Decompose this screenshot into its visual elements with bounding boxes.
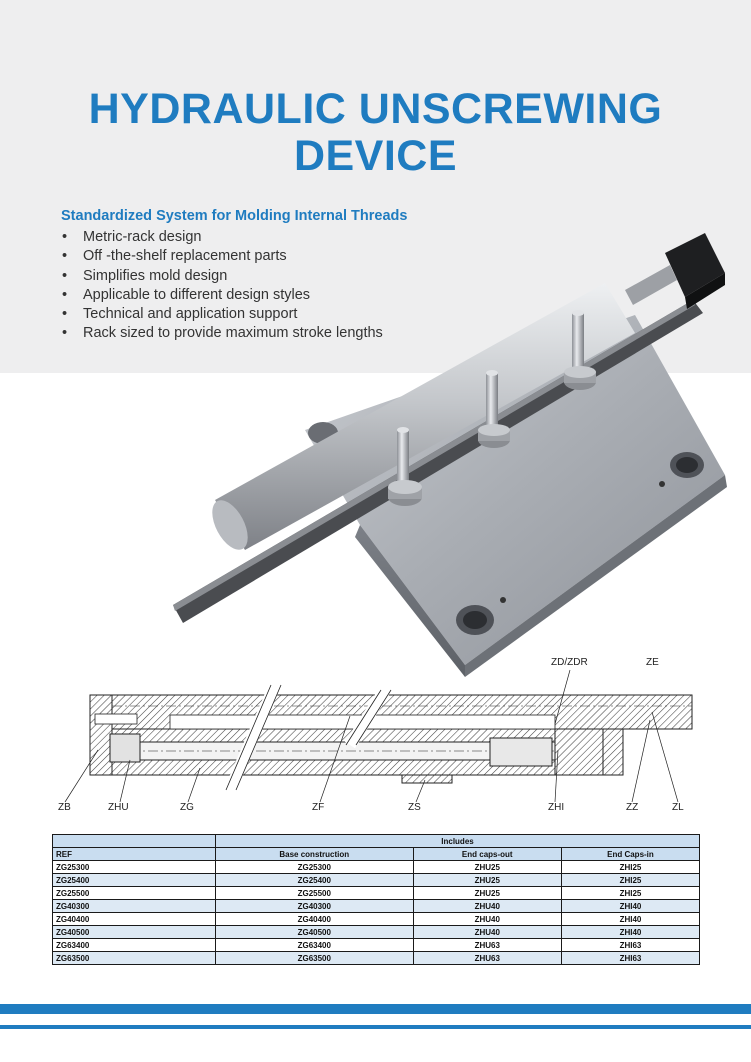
table-cell: ZHI40: [560, 912, 701, 926]
callout-zl: ZL: [672, 802, 684, 813]
callout-zhi: ZHI: [548, 802, 565, 813]
table-cell: ZHU25: [412, 886, 562, 900]
table-row: ZG25500 ZG25500 ZHU25 ZHI25: [52, 886, 701, 900]
table-cell: ZHU63: [412, 951, 562, 965]
table-header-cell: End caps-out: [412, 847, 562, 861]
table-cell: ZHI63: [560, 938, 701, 952]
table-row: ZG40300 ZG40300 ZHU40 ZHI40: [52, 899, 701, 913]
table-cell: ZG25300: [215, 860, 414, 874]
feature-item: Technical and application support: [61, 305, 383, 325]
table-cell: ZHU63: [412, 938, 562, 952]
table-group-header: Includes: [215, 834, 700, 848]
table-cell: ZG63500: [215, 951, 414, 965]
table-cell: ZHI63: [560, 951, 701, 965]
table-row: ZG25300 ZG25300 ZHU25 ZHI25: [52, 860, 701, 874]
table-cell: ZHI25: [560, 873, 701, 887]
footer-stripe-thin: [0, 1025, 751, 1029]
table-cell: ZHI25: [560, 886, 701, 900]
callout-zz: ZZ: [626, 802, 639, 813]
table-cell: ZHI40: [560, 899, 701, 913]
reference-table: Includes REF Base construction End caps-…: [52, 834, 701, 965]
table-row: ZG40400 ZG40400 ZHU40 ZHI40: [52, 912, 701, 926]
feature-item: Off -the-shelf replacement parts: [61, 247, 383, 267]
callout-ze: ZE: [646, 657, 659, 668]
table-cell: ZG40400: [52, 912, 216, 926]
table-cell: ZG63400: [215, 938, 414, 952]
table-header-row: REF Base construction End caps-out End C…: [52, 847, 701, 861]
table-cell: ZG40500: [52, 925, 216, 939]
table-row: ZG40500 ZG40500 ZHU40 ZHI40: [52, 925, 701, 939]
table-cell: ZG40500: [215, 925, 414, 939]
table-cell: ZHI40: [560, 925, 701, 939]
callout-zd-zdr: ZD/ZDR: [551, 657, 588, 668]
callout-zg: ZG: [180, 802, 194, 813]
product-photo: [173, 233, 727, 677]
callout-zhu: ZHU: [108, 802, 129, 813]
table-header-row: Includes: [52, 834, 700, 848]
table-header-cell: Base construction: [215, 847, 414, 861]
callout-zf: ZF: [312, 802, 325, 813]
table-cell: ZHU40: [412, 925, 562, 939]
table-cell: ZG25500: [215, 886, 414, 900]
callout-zs: ZS: [408, 802, 421, 813]
page-title: HYDRAULIC UNSCREWING DEVICE: [0, 86, 751, 180]
table-cell: ZG40300: [52, 899, 216, 913]
table-row: ZG63400 ZG63400 ZHU63 ZHI63: [52, 938, 701, 952]
table-header-cell: End Caps-in: [560, 847, 701, 861]
feature-item: Applicable to different design styles: [61, 286, 383, 306]
table-row: ZG25400 ZG25400 ZHU25 ZHI25: [52, 873, 701, 887]
table-cell: ZHU40: [412, 899, 562, 913]
technical-drawing: [64, 669, 693, 803]
title-line-2: DEVICE: [293, 132, 458, 180]
callout-zb: ZB: [58, 802, 71, 813]
footer-stripe-thick: [0, 1004, 751, 1014]
feature-item: Rack sized to provide maximum stroke len…: [61, 324, 383, 344]
table-cell: ZHU25: [412, 873, 562, 887]
table-cell: ZG25500: [52, 886, 216, 900]
table-cell: ZG63400: [52, 938, 216, 952]
table-cell: ZHU40: [412, 912, 562, 926]
table-cell: ZHU25: [412, 860, 562, 874]
table-cell: ZG25400: [215, 873, 414, 887]
table-cell: ZG40400: [215, 912, 414, 926]
table-header-empty: [52, 834, 216, 848]
table-cell: ZHI25: [560, 860, 701, 874]
table-cell: ZG25400: [52, 873, 216, 887]
section-subtitle: Standardized System for Molding Internal…: [61, 208, 408, 224]
title-line-1: HYDRAULIC UNSCREWING: [88, 85, 663, 133]
table-cell: ZG40300: [215, 899, 414, 913]
table-cell: ZG63500: [52, 951, 216, 965]
feature-list: Metric-rack design Off -the-shelf replac…: [61, 228, 383, 344]
table-header-cell: REF: [52, 847, 216, 861]
table-cell: ZG25300: [52, 860, 216, 874]
feature-item: Simplifies mold design: [61, 267, 383, 287]
feature-item: Metric-rack design: [61, 228, 383, 248]
table-row: ZG63500 ZG63500 ZHU63 ZHI63: [52, 951, 701, 965]
